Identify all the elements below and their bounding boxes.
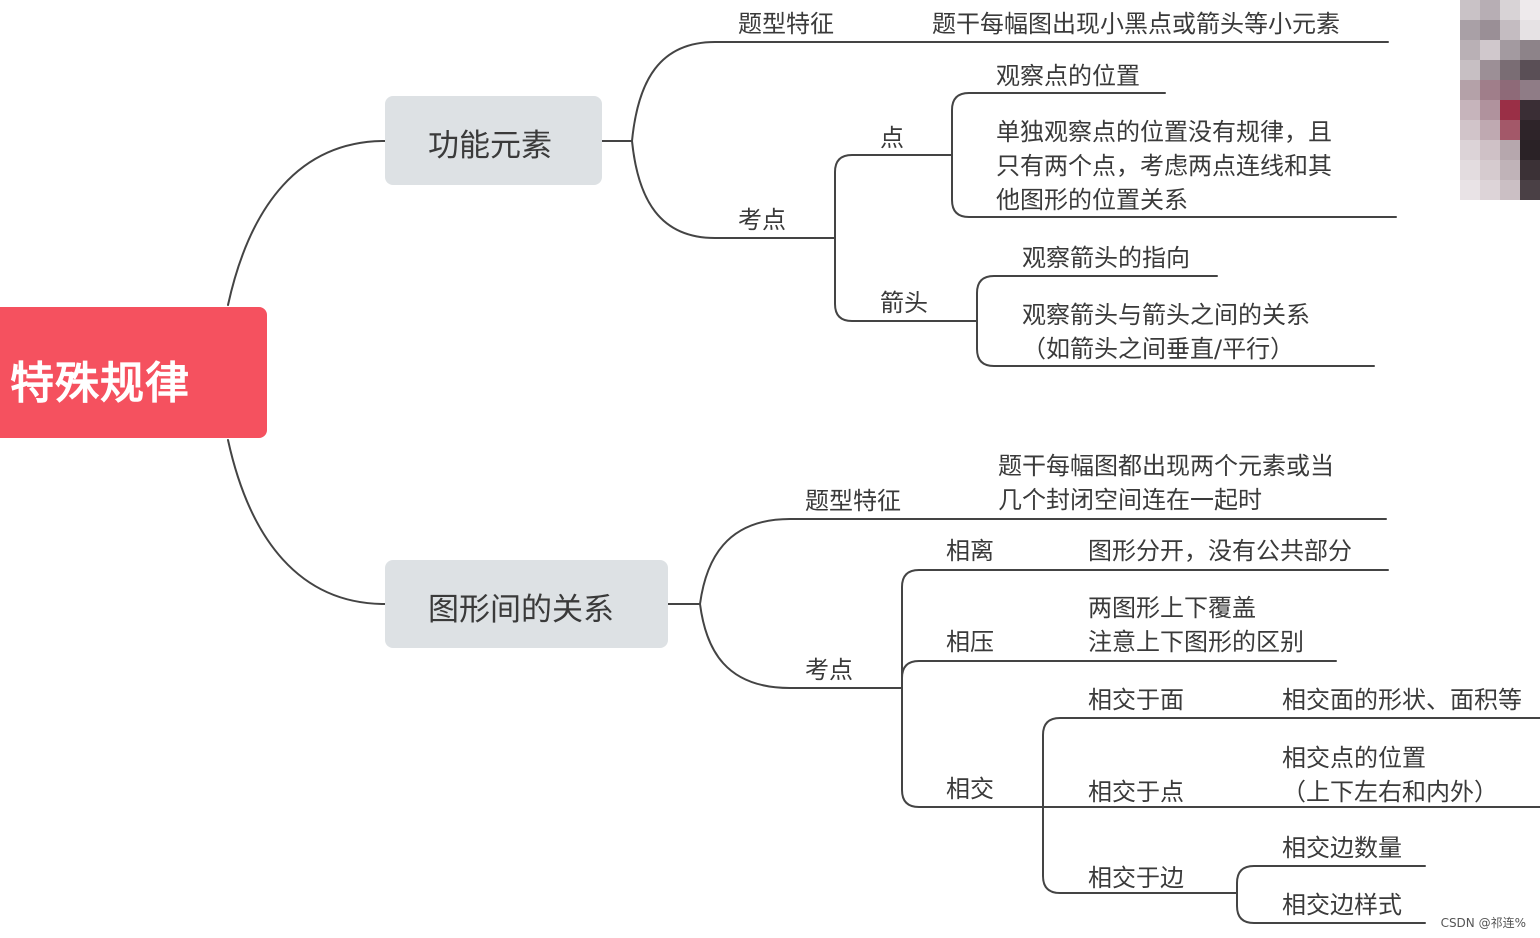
b1-point-item2-line2: 只有两个点，考虑两点连线和其 — [996, 152, 1332, 180]
b2-point-text-line1: 相交点的位置 — [1282, 744, 1426, 772]
connector-b1-arrow-item2 — [976, 320, 1375, 367]
b2-feature-label: 题型特征 — [805, 487, 901, 515]
connector-b2-inter — [901, 687, 1044, 808]
root-title: 特殊规律 — [10, 358, 190, 409]
b1-feature-label: 题型特征 — [738, 10, 834, 38]
branch2-title: 图形间的关系 — [428, 592, 614, 628]
connector-b1-feature — [631, 41, 1389, 142]
connector-b1-exam — [631, 140, 836, 239]
b1-arrow-item2-line1: 观察箭头与箭头之间的关系 — [1022, 301, 1310, 329]
b2-point-label: 相交于点 — [1088, 778, 1184, 806]
b2-sep-label: 相离 — [946, 537, 994, 565]
b2-point-text-line2: （上下左右和内外） — [1282, 778, 1498, 806]
b2-press-label: 相压 — [946, 628, 994, 656]
b2-exam-label: 考点 — [805, 656, 853, 684]
b2-edge-item1: 相交边数量 — [1282, 834, 1402, 862]
connector-root-branch1 — [227, 140, 386, 306]
b1-point-label: 点 — [880, 124, 904, 152]
b1-point-item1: 观察点的位置 — [996, 62, 1140, 90]
b2-face-text: 相交面的形状、面积等 — [1282, 686, 1522, 714]
b1-point-item2-line3: 他图形的位置关系 — [996, 186, 1188, 214]
b1-exam-label: 考点 — [738, 206, 786, 234]
b2-edge-label: 相交于边 — [1088, 864, 1184, 892]
connector-b1-arrow — [834, 237, 978, 322]
connector-b1-point-item1 — [951, 92, 1166, 156]
b2-sep-text: 图形分开，没有公共部分 — [1088, 537, 1352, 565]
b2-press-text-line2: 注意上下图形的区别 — [1088, 628, 1304, 656]
b1-point-item2-line1: 单独观察点的位置没有规律，且 — [996, 118, 1332, 146]
root-node: 特殊规律 — [0, 307, 267, 438]
b2-face-label: 相交于面 — [1088, 686, 1184, 714]
connector-b2-sep — [901, 569, 1389, 689]
b2-press-text-line1: 两图形上下覆盖 — [1088, 594, 1256, 622]
b2-edge-item2: 相交边样式 — [1282, 891, 1402, 919]
connector-b2-edge — [1042, 806, 1238, 894]
connector-root-branch2 — [227, 439, 386, 605]
connector-b2-press — [901, 660, 1337, 689]
watermark: CSDN @祁连% — [1440, 916, 1526, 930]
connector-b2-edge-item2 — [1236, 892, 1426, 924]
webcam-thumbnail — [1460, 0, 1540, 200]
b1-arrow-label: 箭头 — [880, 289, 928, 317]
b2-inter-label: 相交 — [946, 775, 994, 803]
connector-b2-feature — [699, 518, 1387, 605]
b1-feature-text: 题干每幅图出现小黑点或箭头等小元素 — [932, 10, 1340, 38]
b2-feature-text-line2: 几个封闭空间连在一起时 — [998, 486, 1262, 514]
connector-b1-point-item2 — [951, 154, 1397, 218]
b1-arrow-item1: 观察箭头的指向 — [1022, 244, 1190, 272]
branch-functional-elements: 功能元素 — [385, 96, 602, 185]
b1-arrow-item2-line2: （如箭头之间垂直/平行） — [1022, 335, 1295, 363]
connector-b2-exam — [699, 603, 903, 689]
connector-b2-face — [1042, 717, 1540, 808]
connector-b2-edge-item1 — [1236, 865, 1426, 894]
b2-feature-text-line1: 题干每幅图都出现两个元素或当 — [998, 452, 1334, 480]
connector-b1-arrow-item1 — [976, 275, 1218, 322]
branch1-title: 功能元素 — [428, 128, 552, 164]
connector-b1-point — [834, 154, 953, 239]
branch-shape-relations: 图形间的关系 — [385, 560, 668, 648]
